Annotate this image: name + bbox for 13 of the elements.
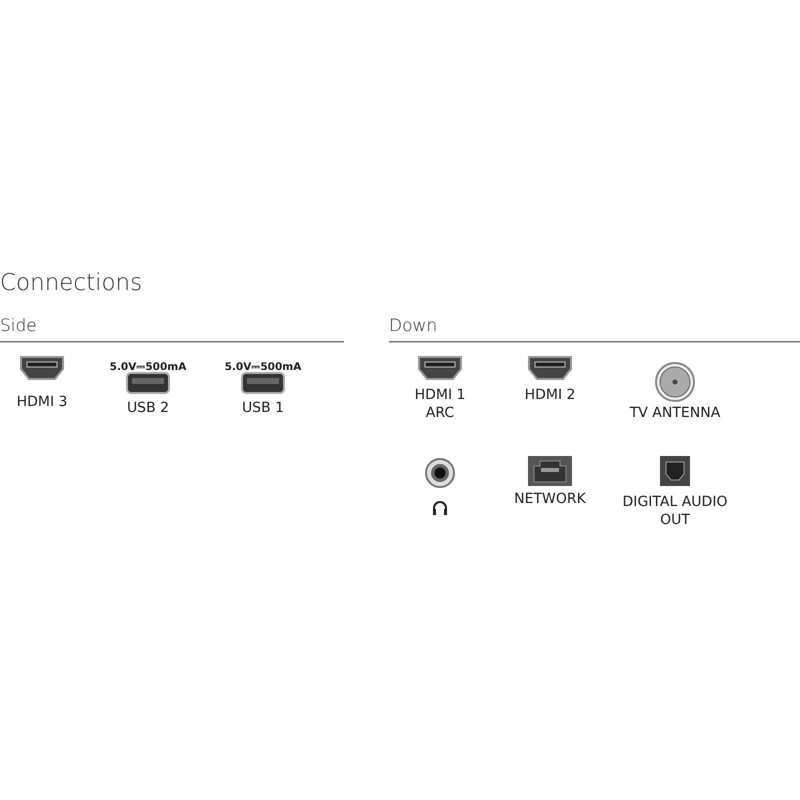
voltage-rating: 5.0V⎓500mA	[224, 360, 302, 375]
port-label: DIGITAL AUDIO OUT	[622, 493, 728, 529]
section-heading: Down	[389, 316, 438, 336]
title: Connections	[0, 270, 142, 296]
port-label: USB 2	[126, 399, 170, 417]
section-heading: Side	[0, 316, 37, 336]
port-label: NETWORK	[513, 490, 587, 508]
port-label: HDMI 1 ARC	[414, 386, 466, 422]
port-label: HDMI 2	[524, 386, 576, 404]
port-label: TV ANTENNA	[628, 404, 722, 422]
port-label: HDMI 3	[16, 393, 68, 411]
voltage-rating: 5.0V⎓500mA	[108, 360, 188, 375]
port-label: USB 1	[240, 399, 286, 417]
